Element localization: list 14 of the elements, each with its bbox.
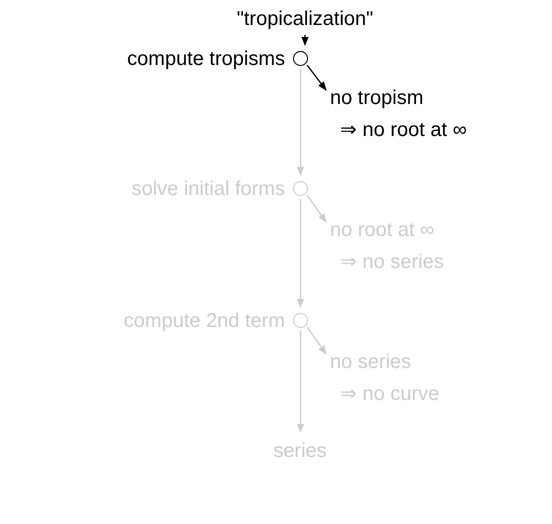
arrow xyxy=(296,199,304,308)
step-label: compute tropisms xyxy=(127,46,285,70)
consequence-text: ⇒ no root at ∞ xyxy=(340,118,467,142)
arrow xyxy=(306,64,327,91)
input-label: "tropicalization" xyxy=(210,6,400,32)
step-circle xyxy=(293,51,308,66)
arrow xyxy=(306,326,327,355)
outcome-text: no tropism xyxy=(330,86,424,110)
step-circle xyxy=(293,181,308,196)
step-circle xyxy=(293,313,308,328)
arrow xyxy=(301,35,309,46)
arrow xyxy=(296,331,304,433)
arrow xyxy=(306,194,327,223)
arrow xyxy=(296,69,304,176)
